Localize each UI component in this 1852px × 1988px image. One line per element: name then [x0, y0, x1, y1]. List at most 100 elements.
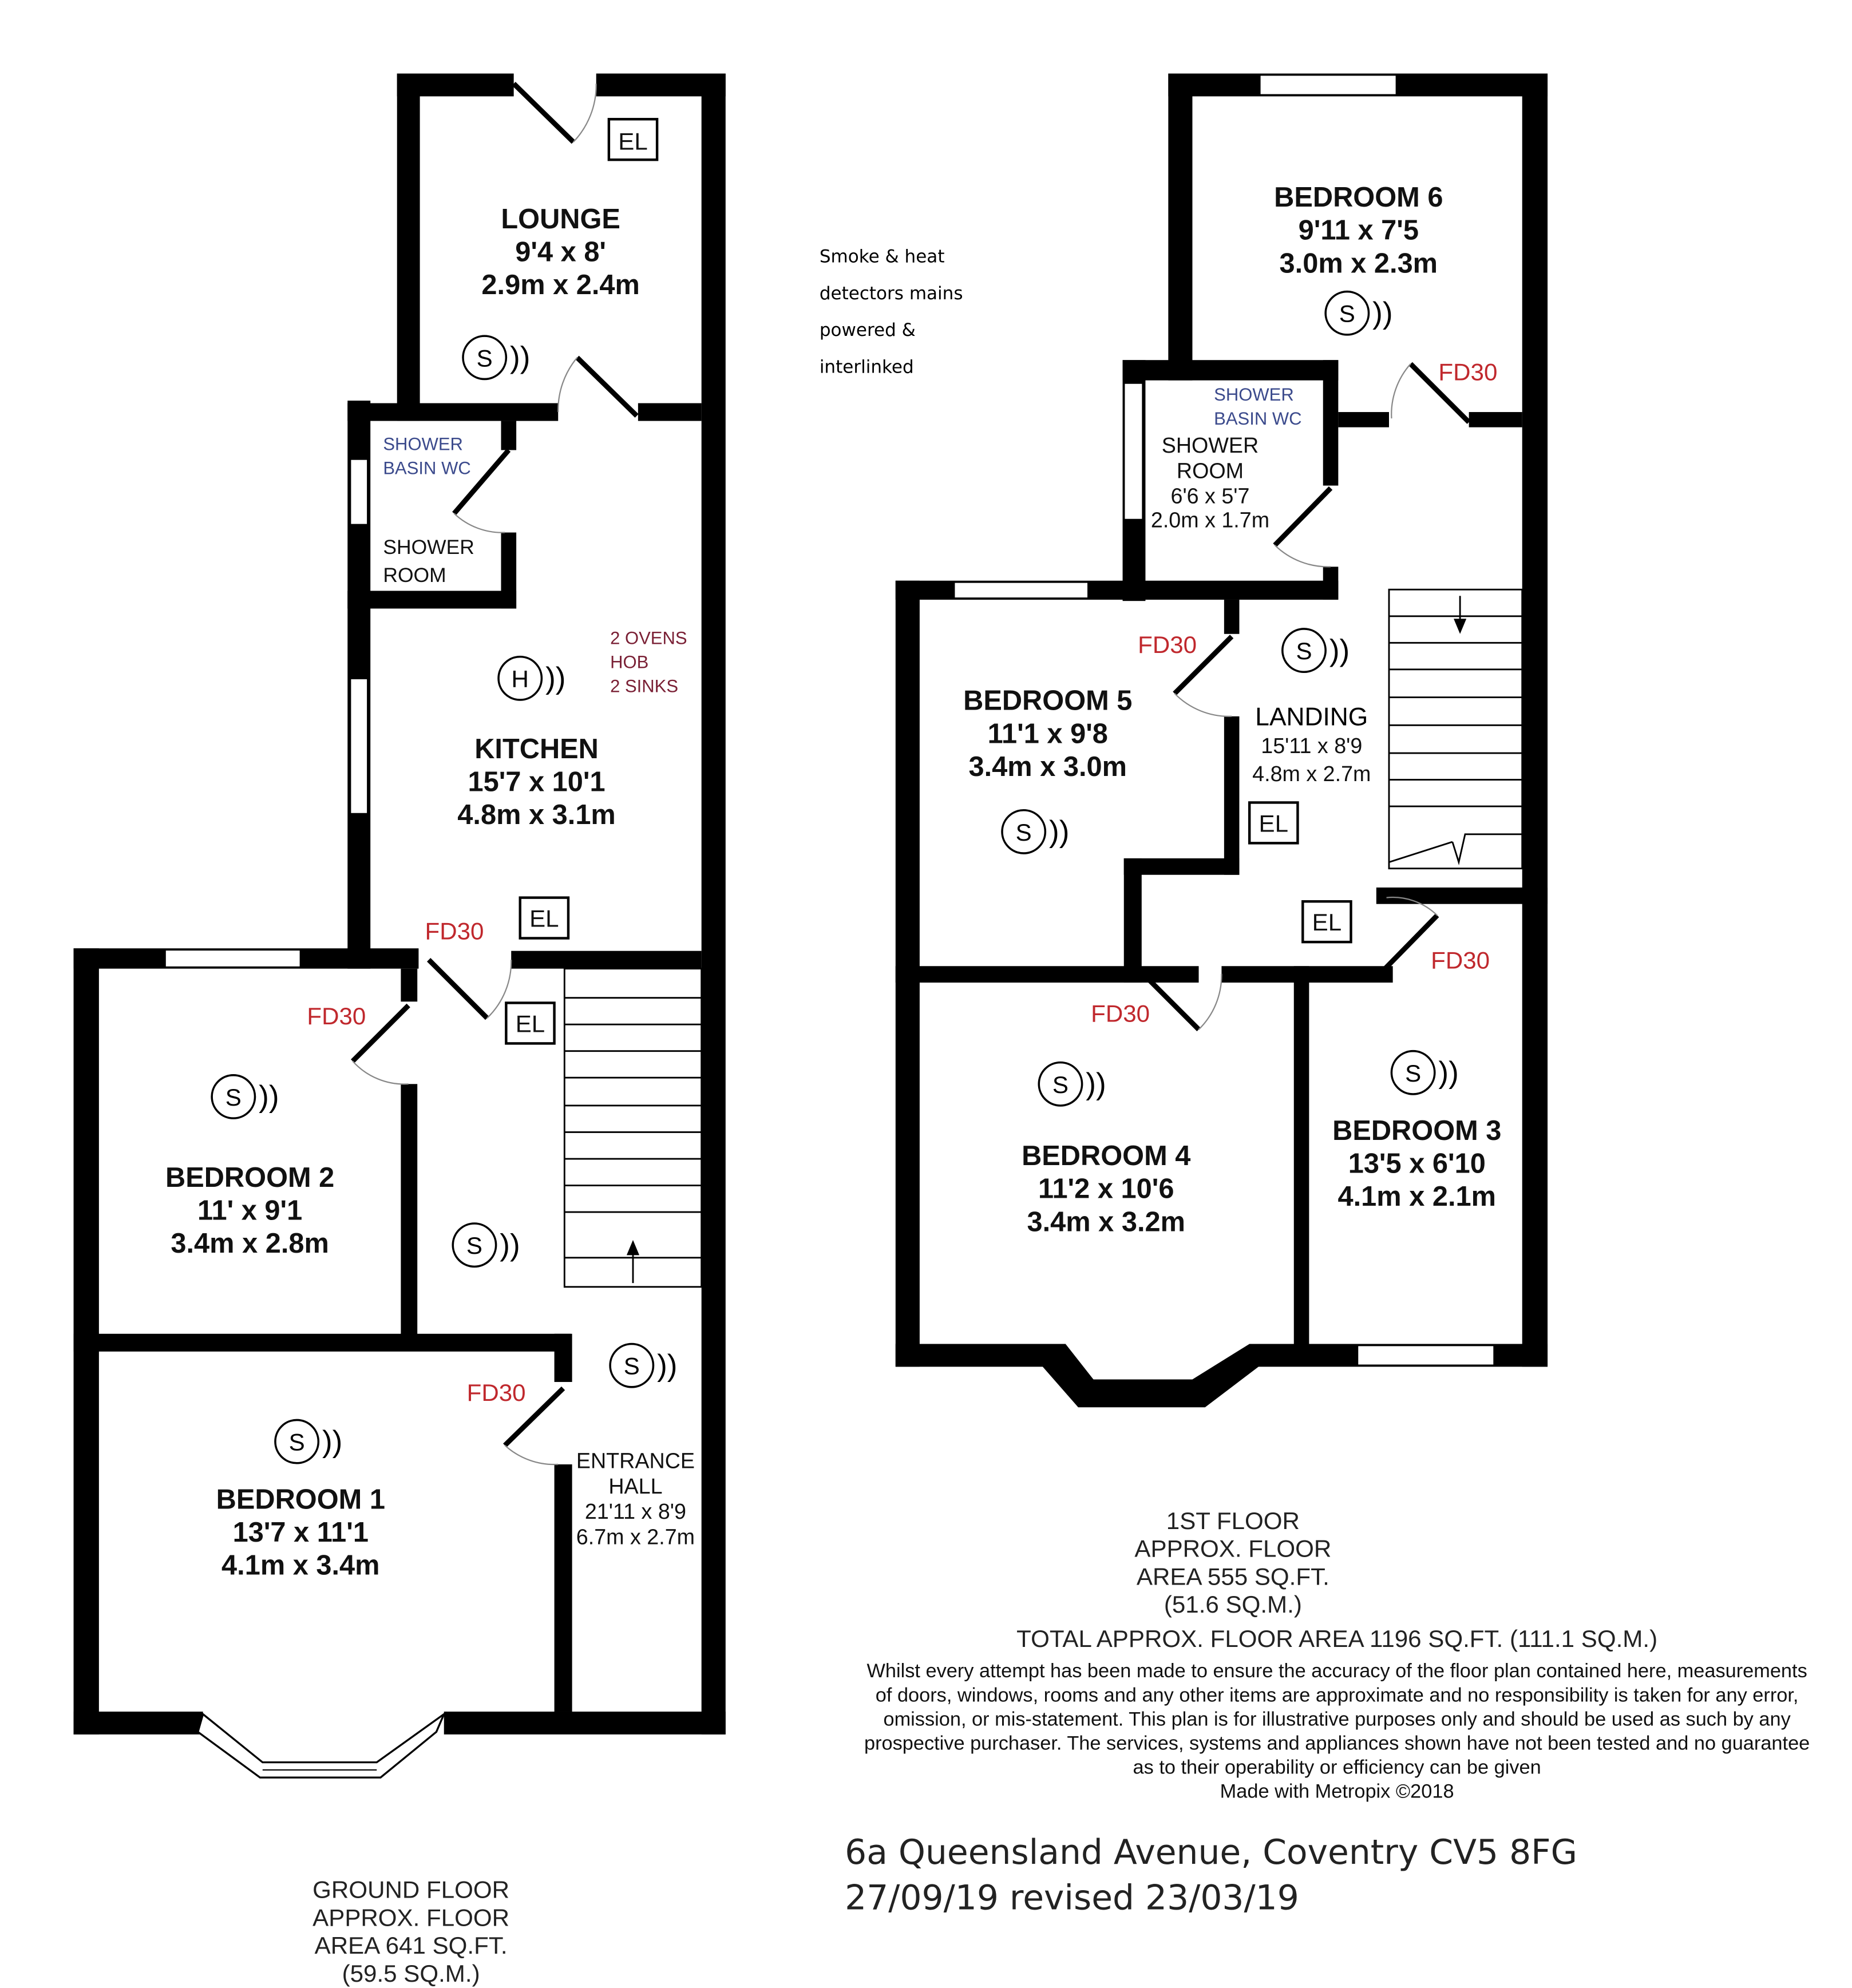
date-line: 27/09/19 revised 23/03/19: [845, 1878, 1299, 1918]
room-name: ROOM: [1177, 458, 1244, 482]
room-bedroom-5: BEDROOM 5 11'1 x 9'8 3.4m x 3.0m: [963, 686, 1132, 782]
room-imperial: 21'11 x 8'9: [585, 1499, 686, 1523]
room-name: BEDROOM 3: [1332, 1115, 1501, 1146]
svg-text:1ST FLOOR: 1ST FLOOR: [1166, 1507, 1300, 1534]
ground-floor-area: GROUND FLOOR APPROX. FLOOR AREA 641 SQ.F…: [312, 1876, 509, 1987]
smoke-detector-icon: S)): [211, 1074, 279, 1119]
svg-text:S: S: [289, 1429, 305, 1456]
disclaimer: Whilst every attempt has been made to en…: [864, 1660, 1810, 1802]
emergency-light-icon: EL: [1248, 801, 1299, 845]
heat-detector-icon: H)): [497, 655, 565, 701]
room-metric: 2.0m x 1.7m: [1151, 508, 1269, 532]
smoke-detector-icon: S)): [274, 1419, 342, 1464]
first-floor-doors: [1141, 362, 1471, 1032]
svg-text:)): )): [1049, 815, 1069, 849]
emergency-light-icon: EL: [1301, 900, 1352, 944]
room-imperial: 13'7 x 11'1: [233, 1517, 369, 1548]
room-name: ROOM: [383, 564, 446, 587]
room-metric: 4.1m x 2.1m: [1338, 1181, 1496, 1212]
svg-text:EL: EL: [618, 128, 648, 155]
svg-text:)): )): [259, 1080, 279, 1114]
svg-text:)): )): [545, 662, 565, 695]
detector-note: Smoke & heat detectors mains powered & i…: [820, 247, 963, 378]
smoke-detector-icon: S)): [1038, 1061, 1106, 1107]
svg-text:S: S: [477, 344, 493, 371]
svg-text:Whilst every attempt has been: Whilst every attempt has been made to en…: [866, 1660, 1807, 1682]
room-imperial: 13'5 x 6'10: [1348, 1148, 1486, 1179]
smoke-detector-icon: S)): [1001, 809, 1069, 854]
emergency-light-icon: EL: [519, 896, 570, 940]
svg-text:detectors mains: detectors mains: [820, 283, 963, 304]
svg-text:GROUND FLOOR: GROUND FLOOR: [312, 1876, 509, 1903]
room-imperial: 9'4 x 8': [515, 236, 606, 267]
room-metric: 3.0m x 2.3m: [1280, 248, 1438, 279]
svg-text:)): )): [1372, 296, 1392, 330]
room-imperial: 6'6 x 5'7: [1171, 484, 1250, 508]
emergency-lights: EL EL EL EL EL: [505, 118, 1352, 1045]
svg-text:)): )): [500, 1228, 520, 1262]
svg-text:)): )): [657, 1349, 677, 1383]
room-metric: 3.4m x 3.0m: [969, 751, 1127, 782]
room-name: SHOWER: [1162, 433, 1259, 457]
svg-text:H: H: [512, 666, 529, 692]
room-name: BEDROOM 2: [165, 1162, 334, 1193]
smoke-detector-icon: S)): [462, 335, 530, 381]
room-metric: 4.8m x 3.1m: [457, 799, 615, 830]
fire-door-label: FD30: [1431, 947, 1490, 974]
room-metric: 4.1m x 3.4m: [221, 1550, 379, 1581]
svg-text:interlinked: interlinked: [820, 357, 914, 377]
first-floor-stairs: [1388, 588, 1523, 870]
svg-text:EL: EL: [516, 1010, 545, 1037]
svg-text:AREA 641 SQ.FT.: AREA 641 SQ.FT.: [315, 1932, 508, 1959]
smoke-detector-icon: S)): [1390, 1050, 1459, 1095]
fittings-line: BASIN WC: [383, 458, 470, 478]
room-name: BEDROOM 6: [1274, 182, 1443, 213]
svg-text:S: S: [1052, 1071, 1069, 1098]
room-imperial: 15'11 x 8'9: [1261, 734, 1362, 758]
ground-floor-walls: [73, 73, 726, 1779]
room-landing: LANDING 15'11 x 8'9 4.8m x 2.7m: [1252, 703, 1371, 785]
ground-floor-stairs: [563, 968, 703, 1288]
svg-text:Made with Metropix ©2018: Made with Metropix ©2018: [1220, 1781, 1454, 1803]
svg-text:S: S: [1296, 637, 1312, 664]
smoke-detector-icon: S)): [452, 1222, 520, 1268]
svg-text:S: S: [225, 1084, 242, 1111]
room-name: BEDROOM 1: [216, 1484, 385, 1515]
detectors: S))H))S))S))S))S))S))S))S))S))S)): [211, 290, 1459, 1464]
emergency-light-icon: EL: [505, 1001, 556, 1045]
svg-text:)): )): [1438, 1056, 1458, 1090]
svg-text:)): )): [1329, 633, 1350, 667]
svg-text:S: S: [624, 1353, 640, 1380]
room-metric: 4.8m x 2.7m: [1252, 762, 1371, 786]
room-name: SHOWER: [383, 536, 474, 559]
svg-text:EL: EL: [529, 905, 559, 932]
room-name: LANDING: [1255, 703, 1368, 731]
kitchen-note: 2 OVENS: [610, 628, 687, 648]
fire-door-labels: FD30 FD30 FD30 FD30 FD30 FD30 FD30: [307, 359, 1497, 1407]
fittings-line: SHOWER: [383, 434, 463, 454]
svg-text:prospective purchaser. The ser: prospective purchaser. The services, sys…: [864, 1732, 1810, 1754]
address: 6a Queensland Avenue, Coventry CV5 8FG: [845, 1832, 1577, 1872]
svg-text:APPROX. FLOOR: APPROX. FLOOR: [312, 1904, 509, 1931]
svg-text:APPROX. FLOOR: APPROX. FLOOR: [1134, 1535, 1331, 1562]
svg-text:powered &: powered &: [820, 320, 916, 340]
svg-text:of doors, windows, rooms and a: of doors, windows, rooms and any other i…: [876, 1684, 1799, 1706]
svg-text:S: S: [466, 1232, 482, 1259]
svg-text:)): )): [510, 341, 530, 375]
svg-text:(51.6 SQ.M.): (51.6 SQ.M.): [1164, 1591, 1302, 1618]
room-name: BEDROOM 4: [1022, 1140, 1190, 1171]
room-metric: 6.7m x 2.7m: [576, 1525, 695, 1549]
room-imperial: 11'1 x 9'8: [988, 718, 1108, 749]
room-imperial: 9'11 x 7'5: [1299, 215, 1419, 246]
svg-text:as to their operability or eff: as to their operability or efficiency ca…: [1133, 1757, 1541, 1779]
emergency-light-icon: EL: [607, 118, 659, 161]
fire-door-label: FD30: [1138, 631, 1197, 658]
room-bedroom-3: BEDROOM 3 13'5 x 6'10 4.1m x 2.1m: [1332, 1115, 1501, 1212]
fire-door-label: FD30: [307, 1003, 366, 1029]
svg-text:AREA 555 SQ.FT.: AREA 555 SQ.FT.: [1137, 1563, 1329, 1590]
room-bedroom-1: BEDROOM 1 13'7 x 11'1 4.1m x 3.4m: [216, 1484, 385, 1581]
total-area: TOTAL APPROX. FLOOR AREA 1196 SQ.FT. (11…: [1016, 1625, 1657, 1652]
fittings-line: SHOWER: [1214, 385, 1294, 405]
smoke-detector-icon: S)): [609, 1343, 678, 1388]
